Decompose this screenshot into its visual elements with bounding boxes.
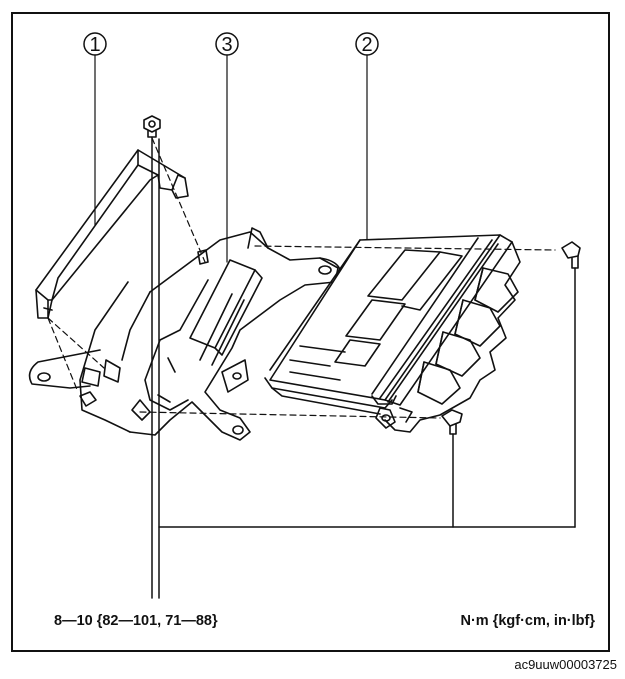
mounting-bracket [28, 227, 342, 441]
diagram-frame [11, 12, 610, 652]
assembly-dashed-lines [47, 137, 556, 419]
torque-units-label: N·m {kgf·cm, in·lbf} [460, 613, 595, 629]
cover-bracket [35, 149, 189, 319]
callout-1-number: 1 [89, 34, 100, 56]
torque-spec-label: 8—10 {82—101, 71—88} [54, 613, 218, 629]
callout-3: 3 [215, 32, 239, 263]
lower-bolt [441, 409, 463, 435]
callout-1: 1 [83, 32, 107, 226]
top-nut [143, 115, 161, 138]
callout-3-number: 3 [221, 34, 232, 56]
image-code: ac9uuw00003725 [514, 657, 617, 672]
pcm-module [264, 234, 521, 433]
torque-leader-lines [151, 136, 576, 599]
callout-2-number: 2 [361, 34, 372, 56]
right-bolt [561, 241, 581, 269]
